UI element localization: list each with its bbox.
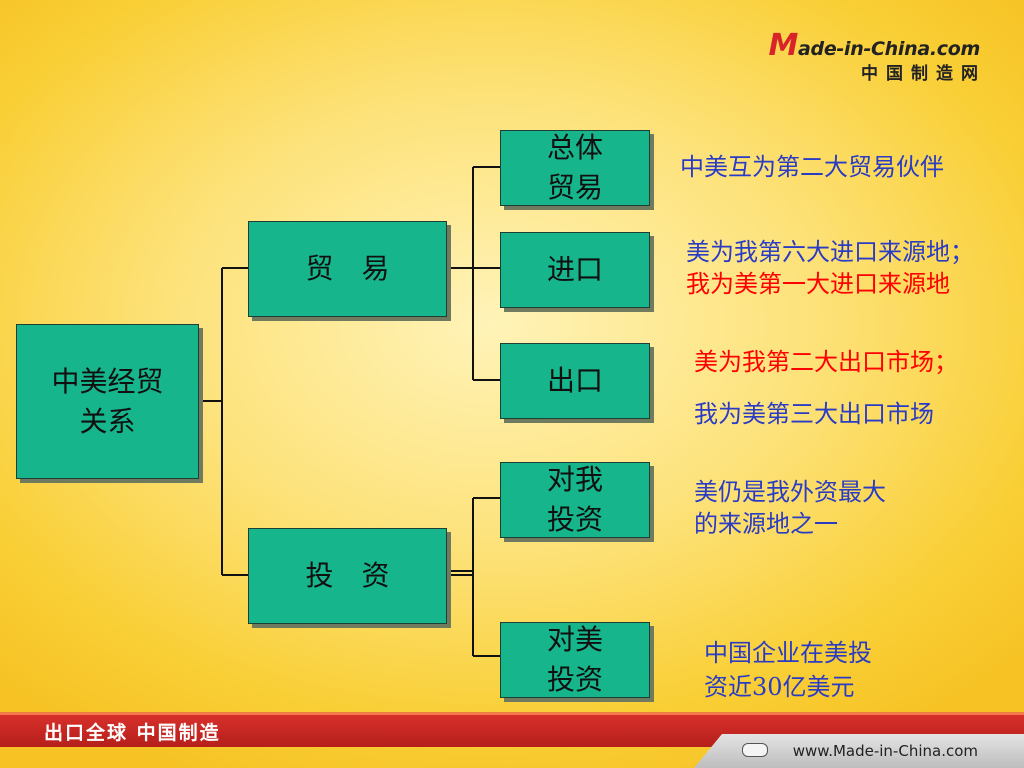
note-import-line2: 我为美第一大进口来源地 <box>686 270 950 298</box>
note-export-line1: 美为我第二大出口市场； <box>694 348 958 376</box>
inbound-investment-label: 对我 投资 <box>546 463 603 536</box>
outbound-investment-box: 对美 投资 <box>500 622 650 698</box>
import-box: 进口 <box>500 232 650 308</box>
inbound-investment-box: 对我 投资 <box>500 462 650 538</box>
import-label: 进口 <box>546 253 603 286</box>
logo-mark: M <box>768 28 799 63</box>
root-box: 中美经贸 关系 <box>16 324 199 479</box>
investment-box: 投 资 <box>248 528 447 624</box>
overall-trade-box: 总体 贸易 <box>500 130 650 206</box>
footer-url-link[interactable]: www.Made-in-China.com <box>792 742 978 760</box>
logo-chinese: 中国制造网 <box>861 64 986 84</box>
note-outbound-line1: 中国企业在美投 <box>704 639 872 667</box>
note-outbound-line2: 资近30亿美元 <box>704 673 855 701</box>
footer-slogan: 出口全球 中国制造 <box>44 722 221 744</box>
export-label: 出口 <box>546 364 603 397</box>
export-box: 出口 <box>500 343 650 419</box>
note-export-line2: 我为美第三大出口市场 <box>694 400 934 428</box>
note-inbound-line1: 美仍是我外资最大 <box>694 478 886 506</box>
root-label: 中美经贸 关系 <box>51 364 164 438</box>
trade-box: 贸 易 <box>248 221 447 317</box>
made-in-china-logo: Made-in-China.com 中国制造网 <box>768 28 980 84</box>
connector-root-branches <box>198 267 248 576</box>
investment-label: 投 资 <box>305 559 390 592</box>
connector-trade-leaves <box>447 166 500 381</box>
footer-bar: 出口全球 中国制造 www.Made-in-China.com <box>0 712 1024 768</box>
globe-icon <box>742 743 768 757</box>
note-overall-trade: 中美互为第二大贸易伙伴 <box>680 153 944 181</box>
logo-domain: ade-in-China.com <box>798 38 980 60</box>
trade-label: 贸 易 <box>305 252 390 285</box>
outbound-investment-label: 对美 投资 <box>546 623 603 696</box>
overall-trade-label: 总体 贸易 <box>546 131 603 204</box>
note-import-line1: 美为我第六大进口来源地； <box>686 238 974 266</box>
note-inbound-line2: 的来源地之一 <box>694 510 838 538</box>
connector-investment-leaves <box>447 497 500 657</box>
